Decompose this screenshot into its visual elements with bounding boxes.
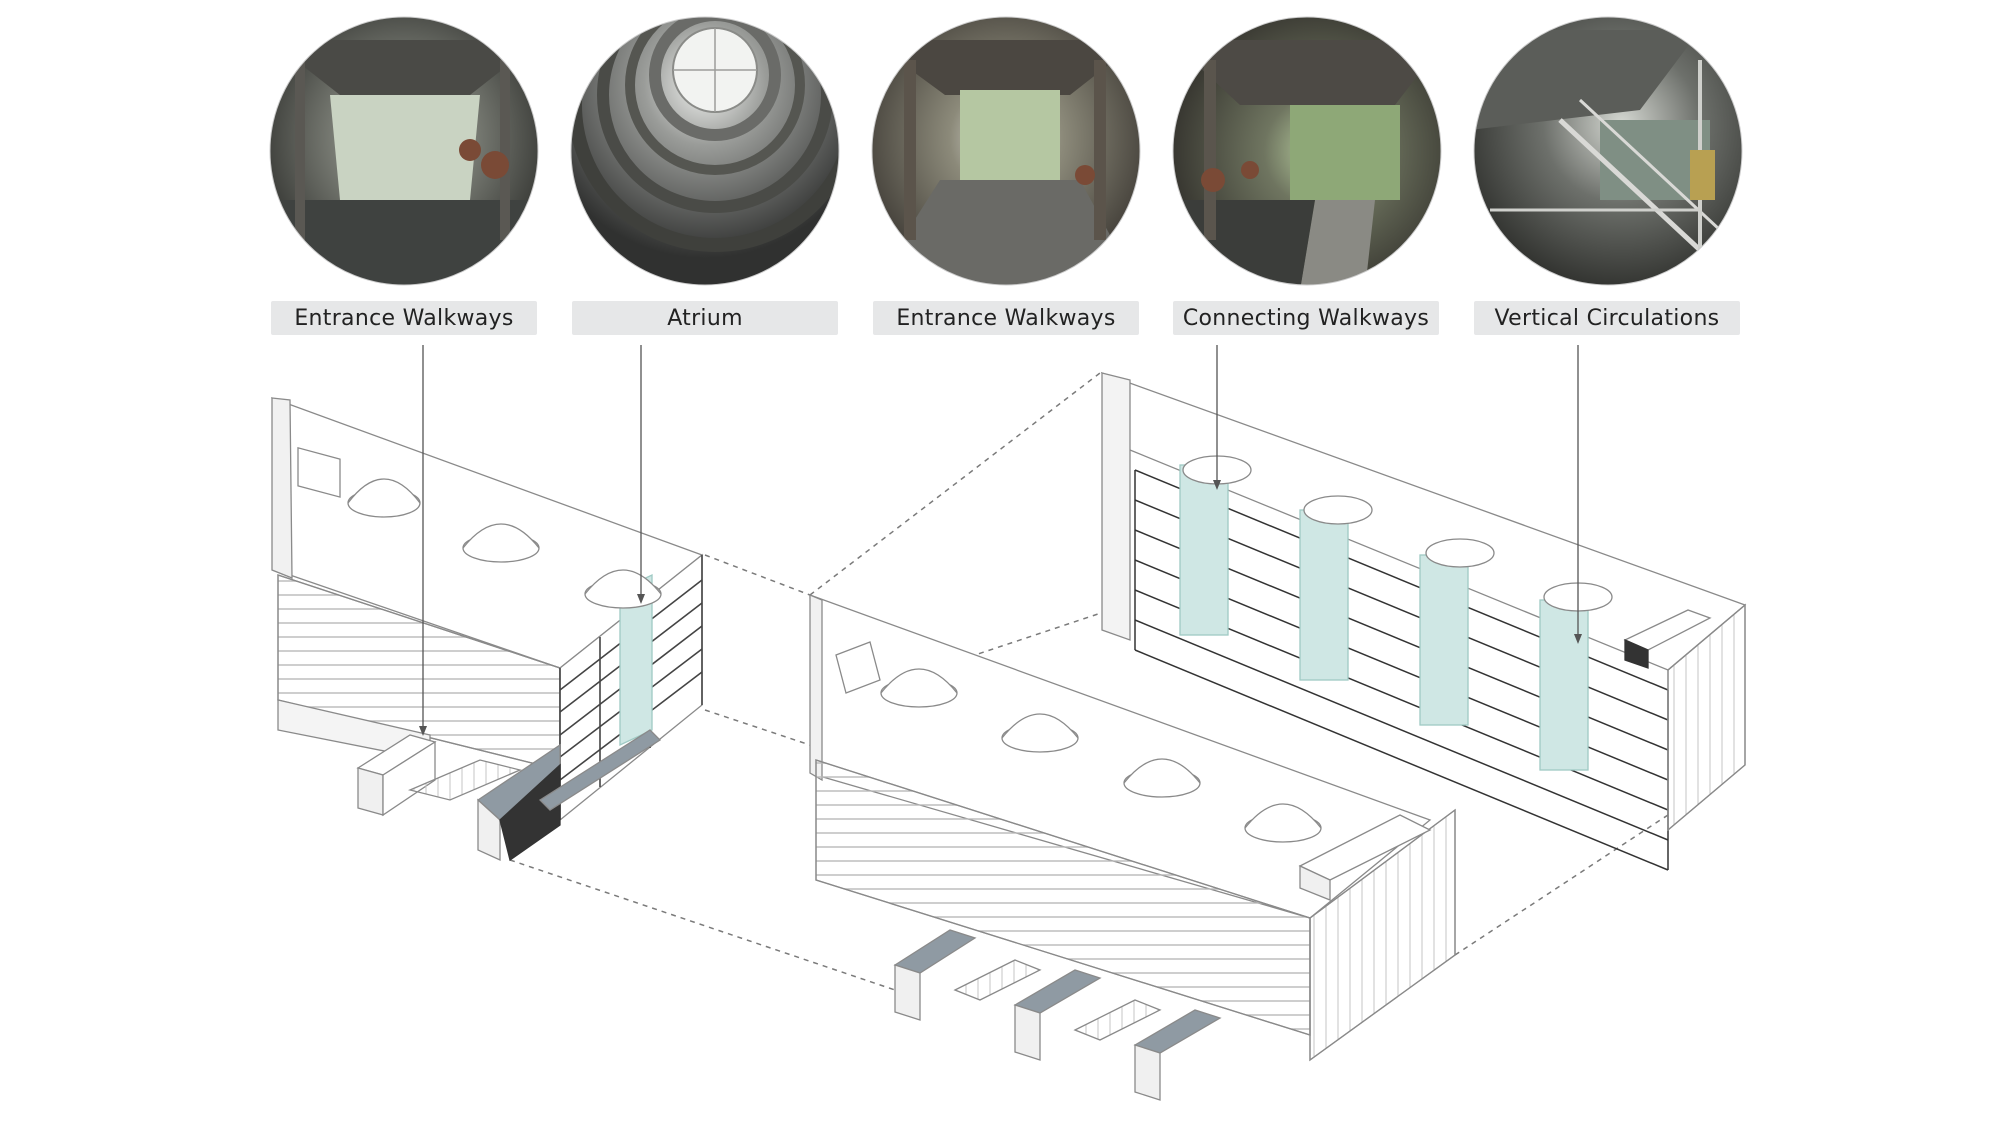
building-b	[809, 594, 1456, 1101]
photo-entrance-walkways-2	[872, 17, 1140, 285]
leader-lines	[419, 345, 1582, 736]
photo-entrance-walkways-1	[270, 17, 538, 285]
label-entrance-walkways-2: Entrance Walkways	[873, 301, 1139, 335]
dashed-projection-lines	[509, 372, 1669, 991]
label-atrium: Atrium	[572, 301, 838, 335]
photo-vertical-circulations	[1474, 17, 1742, 285]
label-entrance-walkways-1: Entrance Walkways	[271, 301, 537, 335]
building-a	[271, 397, 704, 862]
label-connecting-walkways: Connecting Walkways	[1173, 301, 1439, 335]
photo-atrium	[571, 17, 839, 285]
label-vertical-circulations: Vertical Circulations	[1474, 301, 1740, 335]
photo-connecting-walkways	[1173, 17, 1441, 285]
building-c	[1100, 371, 1747, 871]
